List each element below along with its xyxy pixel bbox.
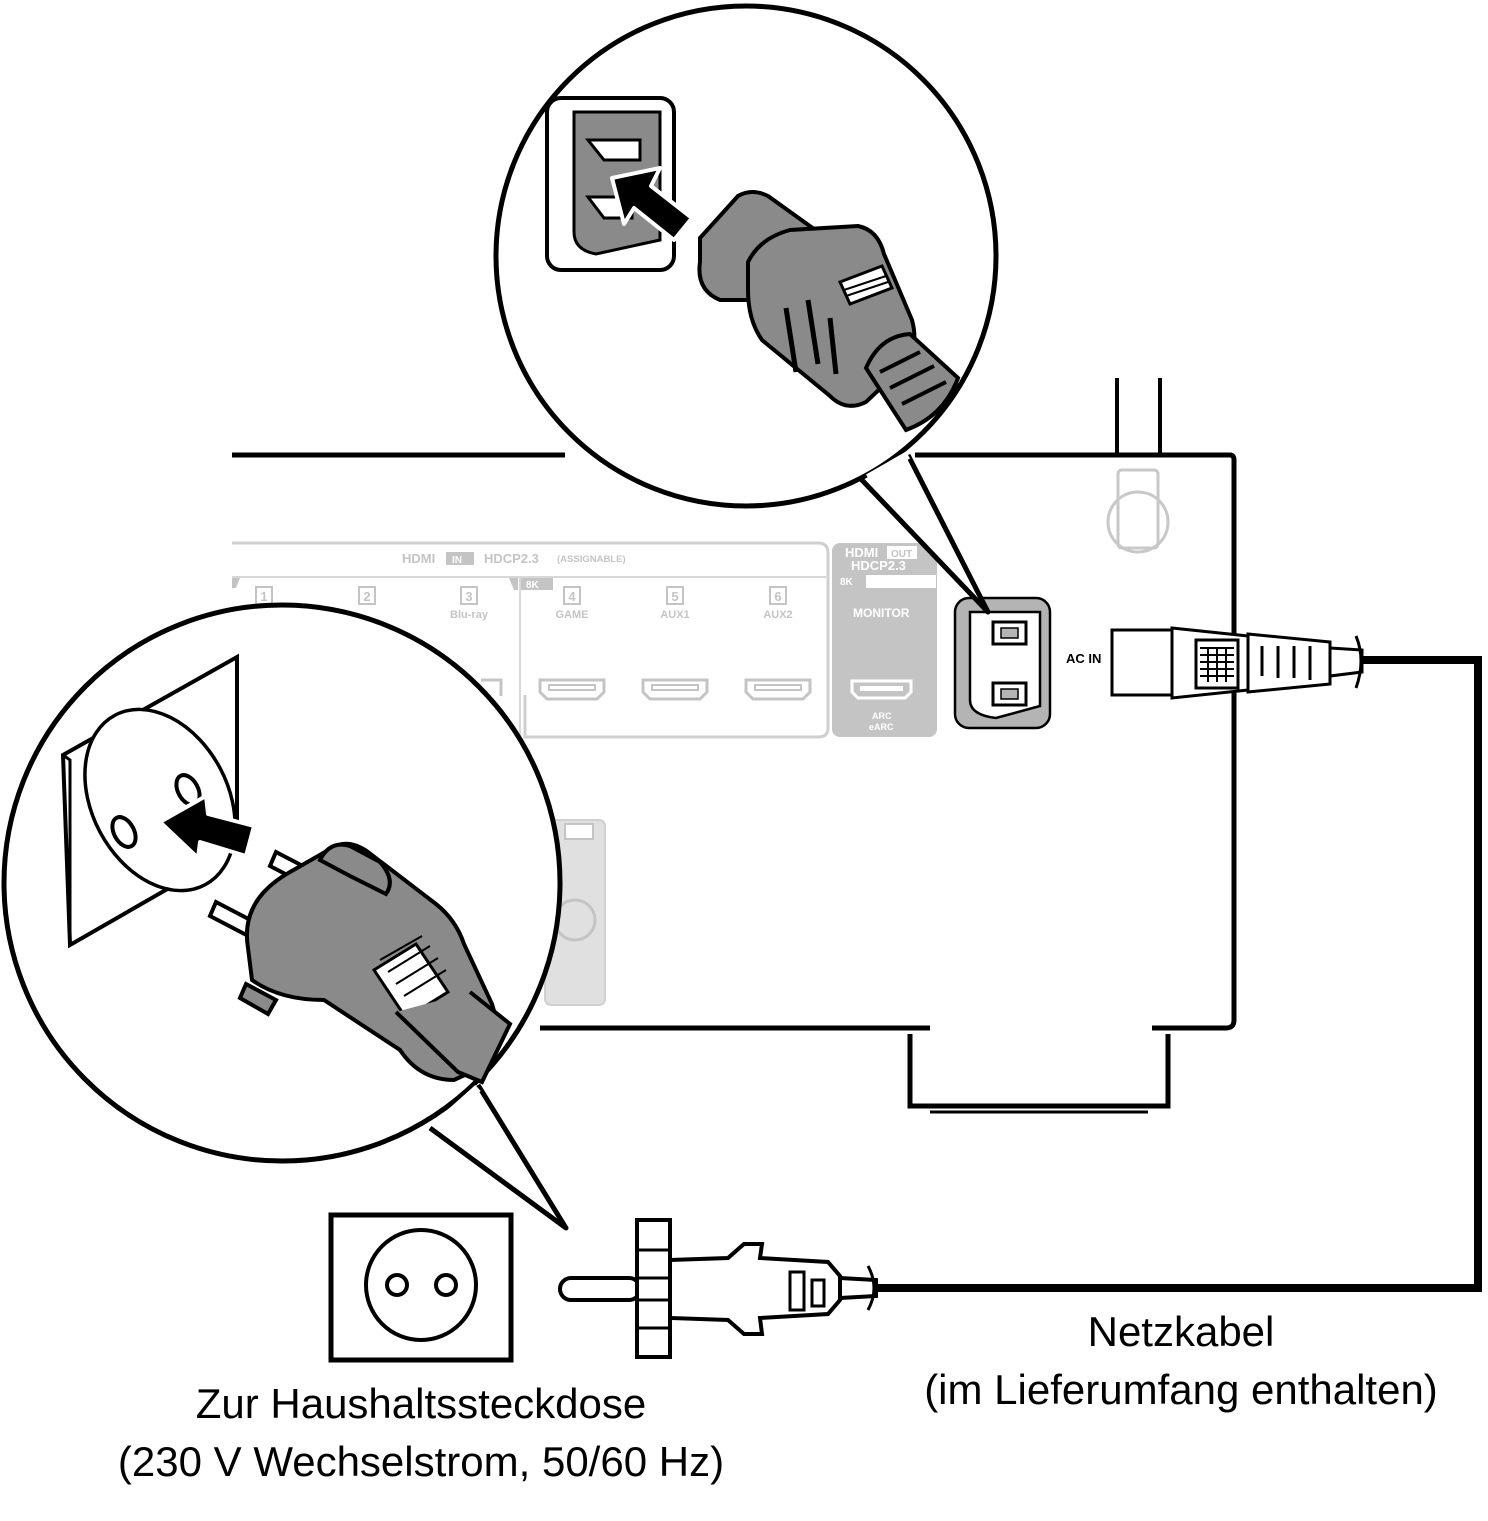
hdmi-out-panel: HDMI OUT HDCP2.3 8K MONITOR ARC eARC [832, 543, 937, 737]
hdmi-in-label: HDMI [402, 551, 435, 566]
hdmi-input-port [538, 678, 606, 701]
outlet-caption-line2: (230 V Wechselstrom, 50/60 Hz) [118, 1438, 724, 1485]
hdmi-out-tag: OUT [891, 549, 912, 560]
antenna-icon [1115, 378, 1162, 455]
hdmi-input-number: 1 [260, 589, 267, 604]
hdmi-input-number: 4 [568, 589, 576, 604]
zoom-callout-wall-socket [1, 602, 569, 1231]
hdmi-input-number: 5 [671, 589, 678, 604]
hdmi-input-number: 2 [363, 589, 370, 604]
schuko-plug-side-icon [558, 1218, 878, 1359]
chassis-outline [232, 452, 1237, 1031]
hdmi-in-hdcp: HDCP2.3 [484, 551, 539, 566]
iec-inlet-icon [545, 96, 676, 272]
hdmi-input-port [641, 678, 709, 701]
earc-label: eARC [869, 722, 894, 732]
receiver-rear-panel: HDMI IN HDCP2.3 (ASSIGNABLE) 8K 1 2 3Blu-r… [232, 378, 1482, 1292]
zoom-callout-ac-inlet [493, 3, 999, 615]
hdmi-in-tag: IN [452, 555, 462, 566]
receiver-foot [907, 1034, 1171, 1109]
ac-in-socket [953, 596, 1052, 730]
hdmi-in-panel: HDMI IN HDCP2.3 (ASSIGNABLE) 8K [232, 541, 830, 739]
hdmi-input-port [744, 678, 812, 701]
hdmi-out-label: HDMI [845, 545, 878, 560]
hdmi-out-badge: 8K [840, 577, 854, 588]
hdmi-input-name: GAME [556, 609, 589, 621]
hdmi-input-number: 3 [465, 589, 472, 604]
insert-arrow-icon [610, 166, 694, 242]
cable-caption: Netzkabel (im Lieferumfang enthalten) [924, 1308, 1438, 1413]
hdmi-in-assignable: (ASSIGNABLE) [557, 554, 626, 565]
power-cable [875, 656, 1482, 1292]
outlet-caption-line1: Zur Haushaltssteckdose [196, 1380, 647, 1427]
hdmi-input-name: Blu-ray [450, 609, 489, 621]
hdmi-input-number: 6 [774, 589, 781, 604]
hdmi-input-2: 2 [358, 586, 376, 605]
schuko-plug-icon [207, 841, 513, 1085]
antenna-base-icon [1106, 468, 1170, 554]
cable-caption-line2: (im Lieferumfang enthalten) [924, 1366, 1438, 1413]
hdmi-input-name: AUX1 [660, 609, 689, 621]
iec-plug-icon [697, 190, 961, 433]
ac-in-label: AC IN [1066, 651, 1101, 666]
hdmi-input-port [481, 678, 503, 696]
hdmi-input-name: AUX2 [763, 609, 792, 621]
insert-arrow-icon [158, 794, 256, 860]
iec-connector-plugged [1110, 626, 1364, 700]
arc-label: ARC [872, 711, 892, 721]
hdmi-input-1: 1 [255, 586, 273, 605]
monitor-label: MONITOR [853, 606, 910, 620]
outlet-caption: Zur Haushaltssteckdose (230 V Wechselstr… [118, 1380, 724, 1485]
outlet-symbol-icon [328, 1212, 514, 1363]
hdmi-out-port [850, 679, 913, 700]
cable-caption-line1: Netzkabel [1088, 1308, 1275, 1355]
hdmi-out-hdcp: HDCP2.3 [851, 558, 906, 573]
badge-8k: 8K [526, 580, 540, 591]
